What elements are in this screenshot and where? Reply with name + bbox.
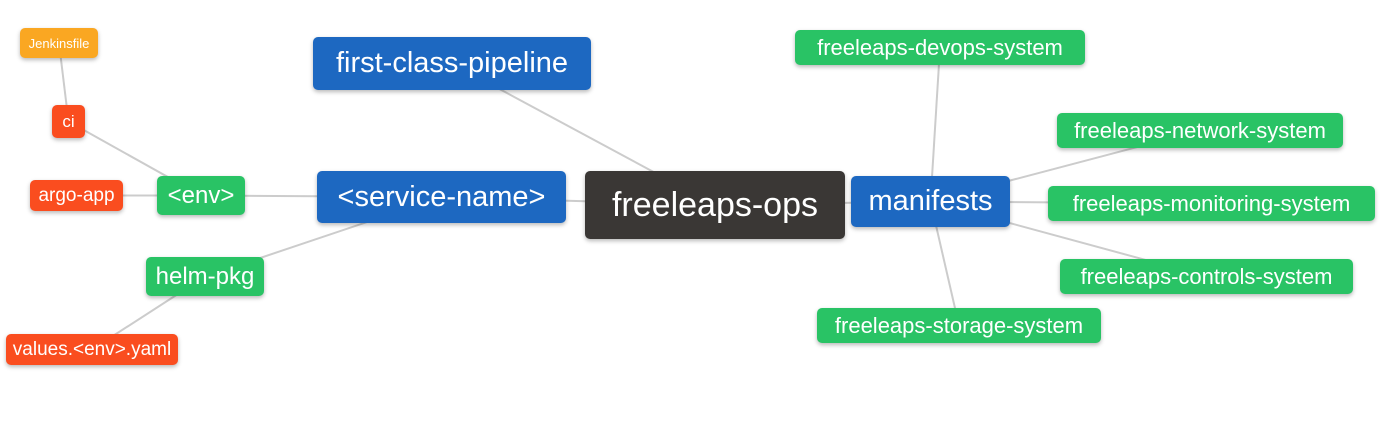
node-first-class-pipeline[interactable]: first-class-pipeline — [313, 37, 591, 90]
node-freeleaps-devops-system[interactable]: freeleaps-devops-system — [795, 30, 1085, 65]
node-freeleaps-monitoring-system[interactable]: freeleaps-monitoring-system — [1048, 186, 1375, 221]
node-ci[interactable]: ci — [52, 105, 85, 138]
node-freeleaps-storage-system[interactable]: freeleaps-storage-system — [817, 308, 1101, 343]
node-service-name[interactable]: <service-name> — [317, 171, 566, 223]
edge-line — [929, 47, 941, 202]
node-helm-pkg[interactable]: helm-pkg — [146, 257, 264, 296]
node-freeleaps-controls-system[interactable]: freeleaps-controls-system — [1060, 259, 1353, 294]
node-argo-app[interactable]: argo-app — [30, 180, 123, 211]
node-manifests[interactable]: manifests — [851, 176, 1010, 227]
node-freeleaps-ops[interactable]: freeleaps-ops — [585, 171, 845, 239]
node-values-env-yaml[interactable]: values.<env>.yaml — [6, 334, 178, 365]
node-env[interactable]: <env> — [157, 176, 245, 215]
node-jenkinsfile[interactable]: Jenkinsfile — [20, 28, 98, 58]
node-freeleaps-network-system[interactable]: freeleaps-network-system — [1057, 113, 1343, 148]
